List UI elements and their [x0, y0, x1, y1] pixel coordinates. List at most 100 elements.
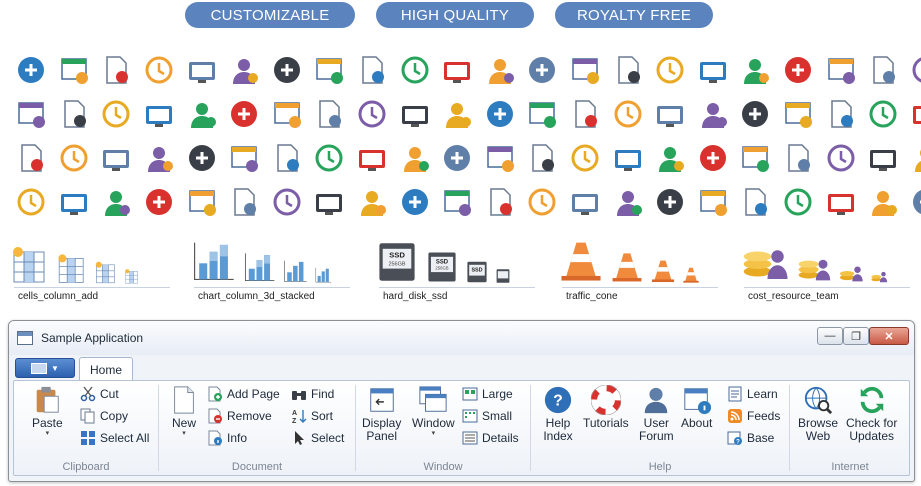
small-label: Small [482, 409, 513, 423]
remove-label: Remove [227, 409, 272, 423]
users-team-icon [692, 136, 735, 180]
worker-icon [692, 180, 735, 224]
title-bar[interactable]: Sample Application — ❐ ✕ [9, 321, 914, 355]
app-window-icon [17, 331, 33, 345]
base-button[interactable]: ? Base [727, 429, 774, 447]
details-button[interactable]: Details [462, 429, 519, 447]
internet-group-label: Internet [831, 461, 869, 473]
about-button[interactable]: About [681, 385, 712, 430]
small-button[interactable]: Small [462, 407, 512, 425]
check-updates-button[interactable]: Check for Updates [846, 385, 897, 443]
new-button[interactable]: New ▾ [169, 385, 199, 438]
minimize-button[interactable]: — [817, 327, 843, 345]
printer-monitor-icon [777, 48, 820, 92]
monitors-delete-icon [393, 92, 436, 136]
internet-group: Browse Web Check for Updates Internet [790, 381, 910, 475]
remove-button[interactable]: Remove [207, 407, 272, 425]
close-button[interactable]: ✕ [869, 327, 909, 345]
documents-new-icon [95, 136, 138, 180]
table-add-icon [13, 247, 45, 283]
user-forum-icon [645, 387, 668, 414]
about-icon [684, 388, 711, 415]
sound-mute-icon [266, 180, 309, 224]
select-button[interactable]: Select [291, 429, 344, 447]
folder-back-icon [223, 92, 266, 136]
ssd-capacity-text: 256GB [435, 266, 448, 271]
display-panel-label-2: Panel [366, 429, 398, 443]
info-button[interactable]: Info [207, 429, 247, 447]
file-menu-button[interactable]: ▼ [15, 358, 75, 378]
help-index-button[interactable]: ? Help Index [543, 385, 573, 443]
icon-grid-row [10, 92, 921, 136]
help-group: ? Help Index Tutorials User Forum About … [531, 381, 789, 475]
gears-info-icon [138, 180, 181, 224]
size-demo-cells-column-add: cells_column_add [10, 234, 170, 304]
knowledge-base-icon: ? [727, 431, 742, 446]
shield-refresh-icon [649, 92, 692, 136]
learn-label: Learn [747, 387, 778, 401]
svg-text:A: A [292, 410, 297, 417]
icon-grid-row [10, 136, 921, 180]
clipboard-new-icon [10, 92, 53, 136]
file-menu-icon [31, 362, 48, 374]
select-all-button[interactable]: Select All [80, 429, 149, 447]
copy-button[interactable]: Copy [80, 407, 128, 425]
window-button[interactable]: Window ▾ [412, 385, 455, 438]
window-title: Sample Application [41, 331, 144, 345]
message-list-icon [308, 92, 351, 136]
warehouse-icon [734, 180, 777, 224]
chevron-down-icon: ▾ [431, 430, 436, 437]
arrow-right-circle-icon [734, 48, 777, 92]
download-icon [351, 48, 394, 92]
sample-application-window: Sample Application — ❐ ✕ ▼ Home Paste ▾ … [8, 320, 915, 482]
check-updates-label-1: Check for [846, 416, 898, 430]
find-label: Find [311, 387, 335, 401]
chart-3d-icon [315, 267, 332, 283]
car-icon [904, 136, 921, 180]
ribbon: Paste ▾ Cut Copy Select All Clipboard Ne… [13, 380, 910, 476]
equalizer-icon [777, 92, 820, 136]
ssd-capacity-text: 256GB [388, 261, 405, 267]
add-page-button[interactable]: Add Page [207, 385, 280, 403]
cut-button[interactable]: Cut [80, 385, 119, 403]
clipboard-group-label: Clipboard [62, 461, 110, 473]
paste-button[interactable]: Paste ▾ [32, 385, 63, 438]
window-group: Display Panel Window ▾ Large Small Detai… [356, 381, 530, 475]
select-all-label: Select All [100, 431, 150, 445]
traffic-cone-icon [683, 267, 699, 283]
select-all-icon [81, 431, 95, 445]
display-panel-button[interactable]: Display Panel [362, 385, 401, 443]
help-index-label-1: Help [545, 416, 571, 430]
globe-search-icon [521, 48, 564, 92]
demo-label: traffic_cone [566, 291, 618, 302]
tab-home[interactable]: Home [79, 357, 133, 381]
trash-window-icon [649, 136, 692, 180]
download-tray-icon [564, 180, 607, 224]
maximize-button[interactable]: ❐ [843, 327, 869, 345]
folder-delete-icon [266, 136, 309, 180]
mail-forward-icon [649, 48, 692, 92]
window-delete-icon [138, 136, 181, 180]
learn-button[interactable]: Learn [727, 385, 778, 403]
user-heart-icon [819, 48, 862, 92]
coins-team-icon [839, 266, 863, 282]
money-stack-icon [904, 180, 921, 224]
feeds-button[interactable]: Feeds [727, 407, 780, 425]
find-button[interactable]: Find [291, 385, 334, 403]
cut-label: Cut [100, 387, 119, 401]
globe-search-icon [804, 386, 833, 415]
browse-web-button[interactable]: Browse Web [798, 385, 838, 443]
tutorials-button[interactable]: Tutorials [583, 385, 629, 430]
bell-info-icon [138, 48, 181, 92]
select-label: Select [311, 431, 345, 445]
copy-icon [80, 408, 95, 424]
large-button[interactable]: Large [462, 385, 513, 403]
link-error-icon [606, 48, 649, 92]
demo-label: hard_disk_ssd [383, 291, 448, 302]
user-forum-button[interactable]: User Forum [639, 385, 674, 443]
